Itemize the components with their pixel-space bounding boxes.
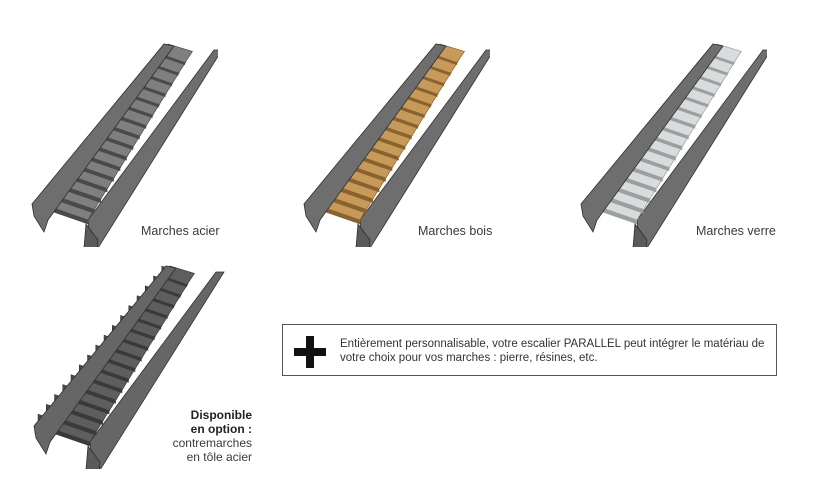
far-stringer [87,49,218,247]
near-stringer [303,43,447,233]
near-stringer [31,43,175,233]
caption-steel: Marches acier [141,224,220,238]
option-title-line2: en option : [190,422,252,436]
stair-steel-image [31,43,218,247]
stair-wood-image [303,43,490,247]
option-desc-line1: contremarches [172,436,252,450]
plus-icon [294,336,326,368]
stringer-foot [355,222,371,247]
stringer-foot [632,222,648,247]
option-title-line1: Disponible [190,408,252,422]
customization-info-text: Entièrement personnalisable, votre escal… [340,338,765,364]
far-stringer [89,271,225,469]
stringer-foot [85,444,101,469]
stair-glass-image [580,43,767,247]
near-stringer [33,265,177,455]
caption-glass: Marches verre [696,224,776,238]
option-desc-line2: en tôle acier [186,450,252,464]
near-stringer [580,43,724,233]
option-note: Disponible en option : contremarches en … [150,408,252,464]
stair-risers-image [33,265,225,469]
far-stringer [359,49,490,247]
customization-info-box: Entièrement personnalisable, votre escal… [282,324,777,376]
stringer-foot [83,222,99,247]
caption-wood: Marches bois [418,224,493,238]
far-stringer [636,49,767,247]
